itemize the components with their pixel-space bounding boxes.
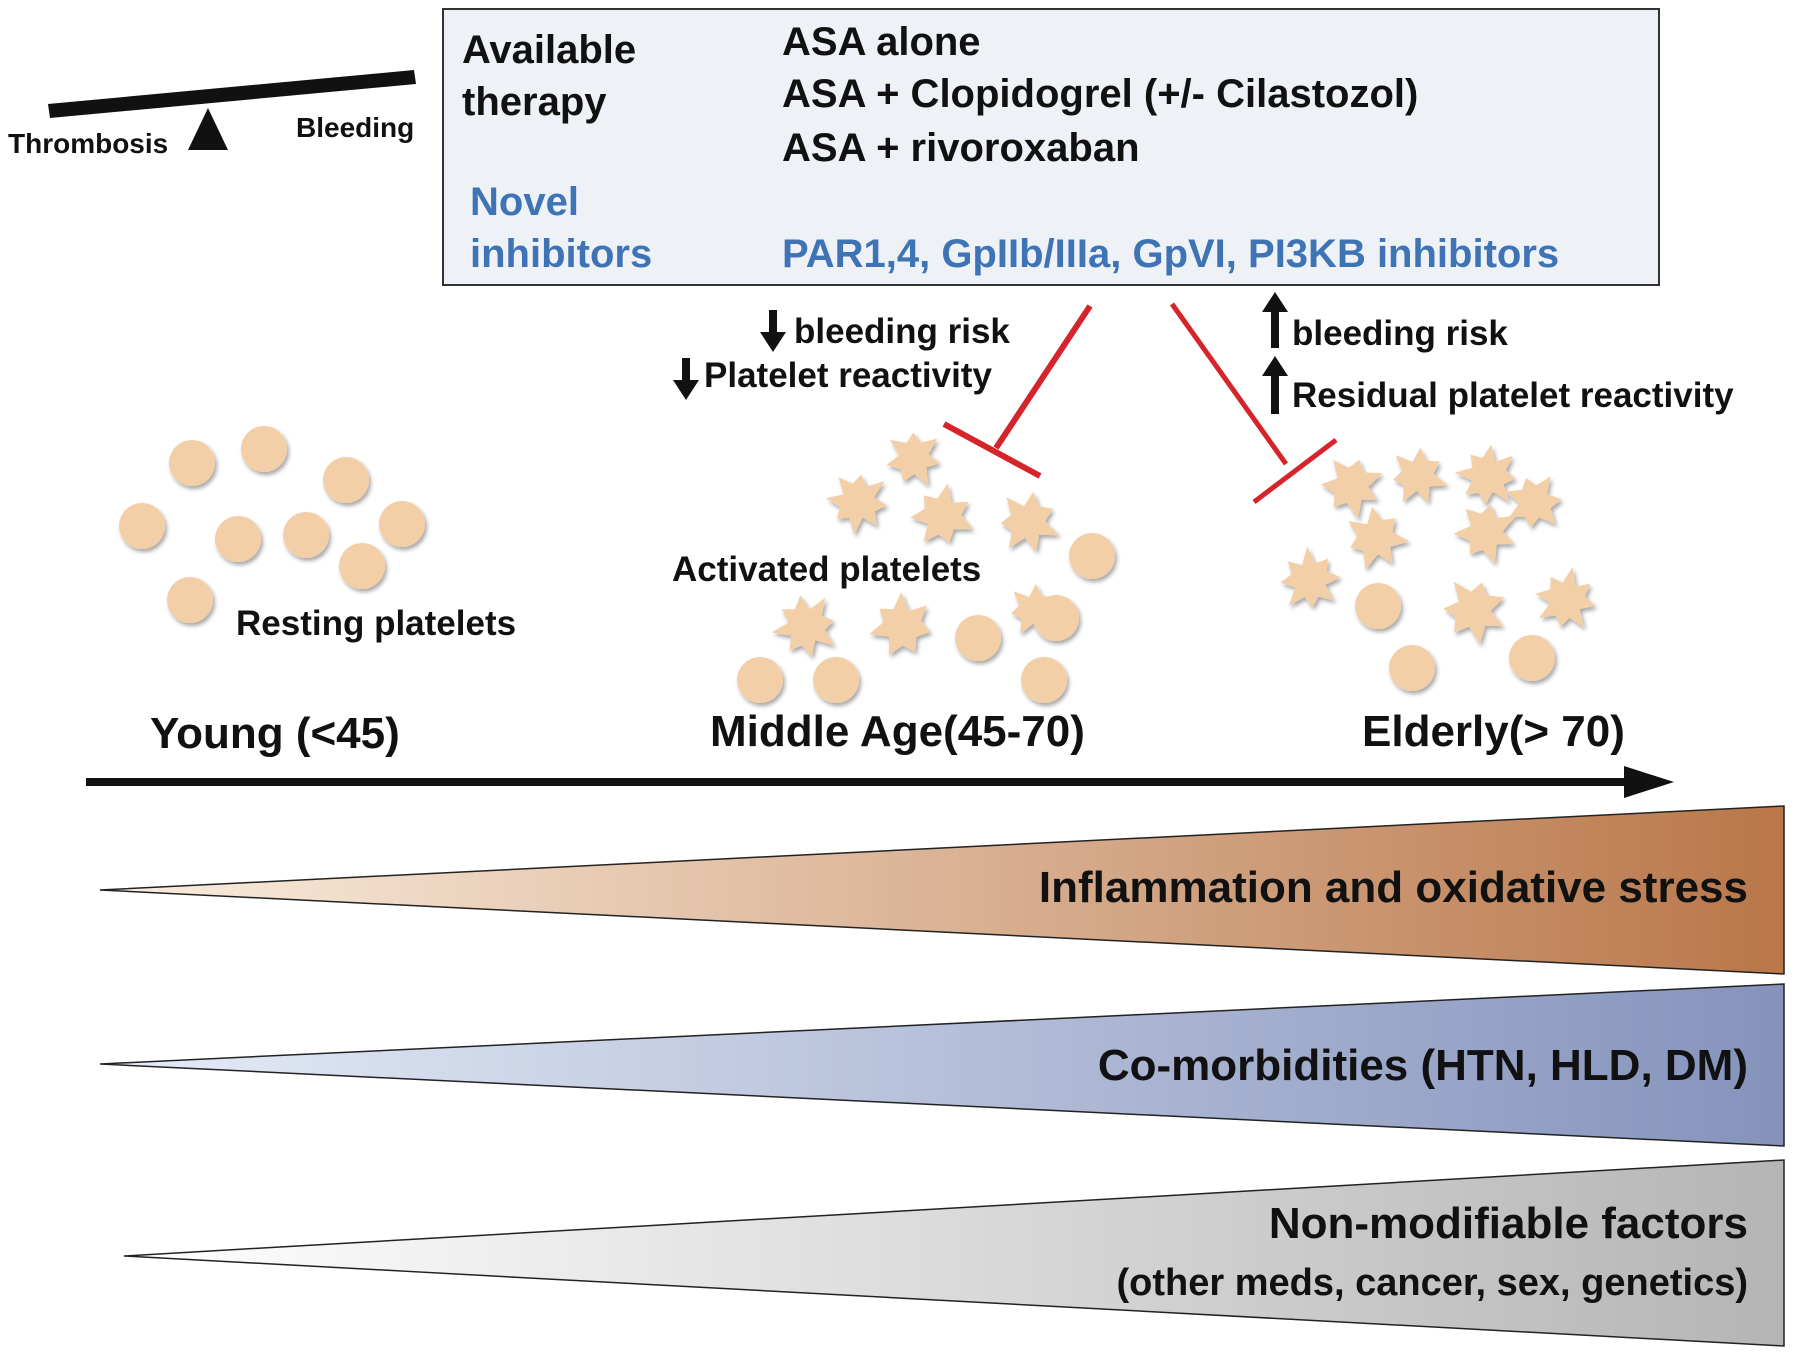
platelet-resting bbox=[169, 440, 215, 486]
activated-platelets-label: Activated platelets bbox=[672, 550, 982, 589]
therapy-box: Available therapy ASA alone ASA + Clopid… bbox=[442, 8, 1660, 286]
wedge-comorbidities-label: Co-morbidities (HTN, HLD, DM) bbox=[1097, 1041, 1748, 1090]
resting-platelets bbox=[119, 426, 425, 623]
wedge-non-modifiable-label: Non-modifiable factors bbox=[1268, 1199, 1748, 1248]
platelet-activated bbox=[869, 592, 931, 656]
platelet-resting bbox=[813, 657, 859, 703]
inhibition-marker-middle bbox=[942, 304, 1093, 479]
wedge-inflammation bbox=[99, 805, 1785, 975]
elderly-bleeding-risk: bleeding risk bbox=[1292, 314, 1508, 353]
platelet-resting bbox=[737, 657, 783, 703]
available-therapy-label-line1: Available bbox=[462, 28, 637, 72]
platelet-resting bbox=[241, 426, 287, 472]
platelet-resting bbox=[323, 457, 369, 503]
therapy-item: ASA + Clopidogrel (+/- Cilastozol) bbox=[782, 72, 1419, 116]
up-arrow-icon bbox=[1262, 292, 1288, 348]
age-young-label: Young (<45) bbox=[150, 709, 400, 758]
platelet-activated bbox=[1443, 581, 1505, 645]
age-elderly-label: Elderly(> 70) bbox=[1362, 707, 1625, 756]
platelet-activated bbox=[1454, 444, 1516, 506]
wedge-non-modifiable-sublabel: (other meds, cancer, sex, genetics) bbox=[1116, 1262, 1749, 1304]
platelet-resting bbox=[283, 512, 329, 558]
available-therapy-label-line2: therapy bbox=[462, 80, 607, 124]
platelet-resting bbox=[1069, 533, 1115, 579]
balance-scale-icon bbox=[48, 70, 416, 150]
platelet-activated bbox=[1535, 567, 1596, 628]
inhibition-marker-elderly bbox=[1169, 302, 1338, 504]
platelet-resting bbox=[379, 501, 425, 547]
up-arrow-icon bbox=[1262, 356, 1288, 414]
platelet-resting bbox=[339, 543, 385, 589]
platelet-activated bbox=[1453, 504, 1516, 564]
bleeding-label: Bleeding bbox=[296, 112, 415, 143]
therapy-item: ASA + rivoroxaban bbox=[782, 126, 1140, 170]
therapy-item: ASA alone bbox=[782, 20, 981, 64]
platelet-resting bbox=[955, 615, 1001, 661]
platelet-activated bbox=[1393, 447, 1448, 503]
middle-platelet-reactivity: Platelet reactivity bbox=[704, 356, 992, 395]
platelet-resting bbox=[215, 516, 261, 562]
thrombosis-label: Thrombosis bbox=[8, 128, 169, 159]
novel-inhibitors-list: PAR1,4, GpIIb/IIIa, GpVI, PI3KB inhibito… bbox=[782, 232, 1560, 276]
wedge-comorbidities bbox=[99, 983, 1785, 1147]
platelet-activated bbox=[910, 483, 973, 543]
platelet-resting bbox=[1509, 635, 1555, 681]
platelet-resting bbox=[167, 577, 213, 623]
platelet-resting bbox=[119, 503, 165, 549]
age-middle-label: Middle Age(45-70) bbox=[710, 707, 1085, 756]
down-arrow-icon bbox=[673, 358, 699, 400]
platelet-resting bbox=[1021, 657, 1067, 703]
platelet-activated bbox=[1320, 459, 1383, 520]
novel-inhibitors-label-line1: Novel bbox=[470, 180, 579, 224]
wedge-non-modifiable bbox=[123, 1159, 1785, 1347]
wedge-inflammation-label: Inflammation and oxidative stress bbox=[1038, 863, 1748, 912]
middle-age-platelets bbox=[737, 432, 1115, 703]
platelet-activated bbox=[886, 432, 940, 486]
down-arrow-icon bbox=[760, 310, 786, 352]
resting-platelets-label: Resting platelets bbox=[236, 604, 517, 643]
platelet-activated bbox=[1000, 491, 1060, 552]
platelet-resting bbox=[1355, 583, 1401, 629]
platelet-activated bbox=[825, 474, 888, 535]
platelet-activated bbox=[1506, 476, 1562, 528]
platelet-activated bbox=[1280, 546, 1341, 608]
age-axis-arrow bbox=[86, 766, 1674, 798]
platelet-activated bbox=[771, 595, 835, 657]
platelet-activated bbox=[1348, 506, 1410, 570]
platelet-resting bbox=[1389, 645, 1435, 691]
novel-inhibitors-label-line2: inhibitors bbox=[470, 232, 653, 276]
elderly-platelets bbox=[1280, 444, 1596, 691]
platelet-activated bbox=[1011, 583, 1057, 635]
elderly-residual-reactivity: Residual platelet reactivity bbox=[1292, 376, 1734, 415]
middle-bleeding-risk: bleeding risk bbox=[794, 312, 1010, 351]
